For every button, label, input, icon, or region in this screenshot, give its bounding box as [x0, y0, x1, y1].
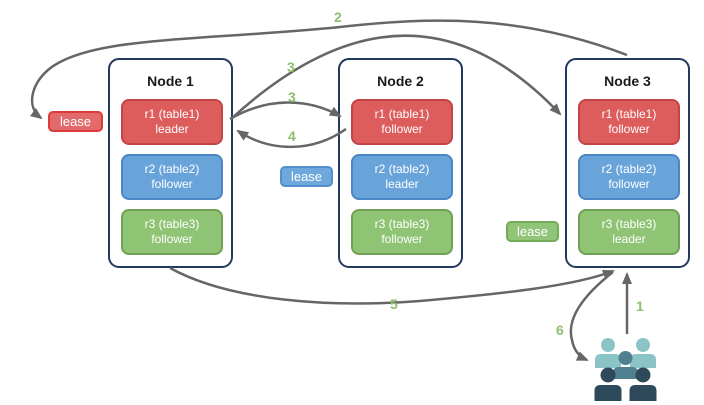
node-2-title: Node 2 — [377, 73, 424, 89]
replica-role: follower — [381, 232, 423, 246]
replica-name: r3 (table3) — [374, 217, 430, 231]
lease-badge-r1: lease — [48, 111, 103, 132]
node3-replica-r1: r1 (table1) follower — [578, 99, 680, 145]
users-group-icon — [594, 338, 657, 401]
node2-replica-r2: r2 (table2) leader — [351, 154, 453, 200]
node3-replica-r2: r2 (table2) follower — [578, 154, 680, 200]
replica-name: r1 (table1) — [374, 107, 430, 121]
node1-replica-r1: r1 (table1) leader — [121, 99, 223, 145]
replica-role: leader — [155, 122, 189, 136]
node1-replica-r2: r2 (table2) follower — [121, 154, 223, 200]
node-3: Node 3 r1 (table1) follower r2 (table2) … — [565, 58, 690, 268]
arrow-step3-leader-to-node2 — [229, 101, 342, 121]
step-label-5: 5 — [390, 296, 398, 312]
step-label-3a: 3 — [287, 59, 295, 75]
step-label-3b: 3 — [288, 89, 296, 105]
replica-role: follower — [608, 177, 650, 191]
replica-name: r1 (table1) — [144, 107, 200, 121]
step-label-2: 2 — [334, 9, 342, 25]
replica-name: r2 (table2) — [144, 162, 200, 176]
lease-badge-r2: lease — [280, 166, 333, 187]
step-label-1: 1 — [636, 298, 644, 314]
step-label-6: 6 — [556, 322, 564, 338]
node1-replica-r3: r3 (table3) follower — [121, 209, 223, 255]
replica-role: follower — [151, 177, 193, 191]
node-1-title: Node 1 — [147, 73, 194, 89]
replica-role: follower — [151, 232, 193, 246]
replica-role: follower — [381, 122, 423, 136]
lease-badge-r3: lease — [506, 221, 559, 242]
replica-role: follower — [608, 122, 650, 136]
replica-name: r2 (table2) — [601, 162, 657, 176]
node-3-title: Node 3 — [604, 73, 651, 89]
node-1: Node 1 r1 (table1) leader r2 (table2) fo… — [108, 58, 233, 268]
step-label-4: 4 — [288, 128, 296, 144]
replica-name: r2 (table2) — [374, 162, 430, 176]
replica-name: r1 (table1) — [601, 107, 657, 121]
node3-replica-r3: r3 (table3) leader — [578, 209, 680, 255]
node2-replica-r3: r3 (table3) follower — [351, 209, 453, 255]
replica-name: r3 (table3) — [601, 217, 657, 231]
node-2: Node 2 r1 (table1) follower r2 (table2) … — [338, 58, 463, 268]
replica-role: leader — [612, 232, 646, 246]
replica-role: leader — [385, 177, 419, 191]
node2-replica-r1: r1 (table1) follower — [351, 99, 453, 145]
replica-name: r3 (table3) — [144, 217, 200, 231]
